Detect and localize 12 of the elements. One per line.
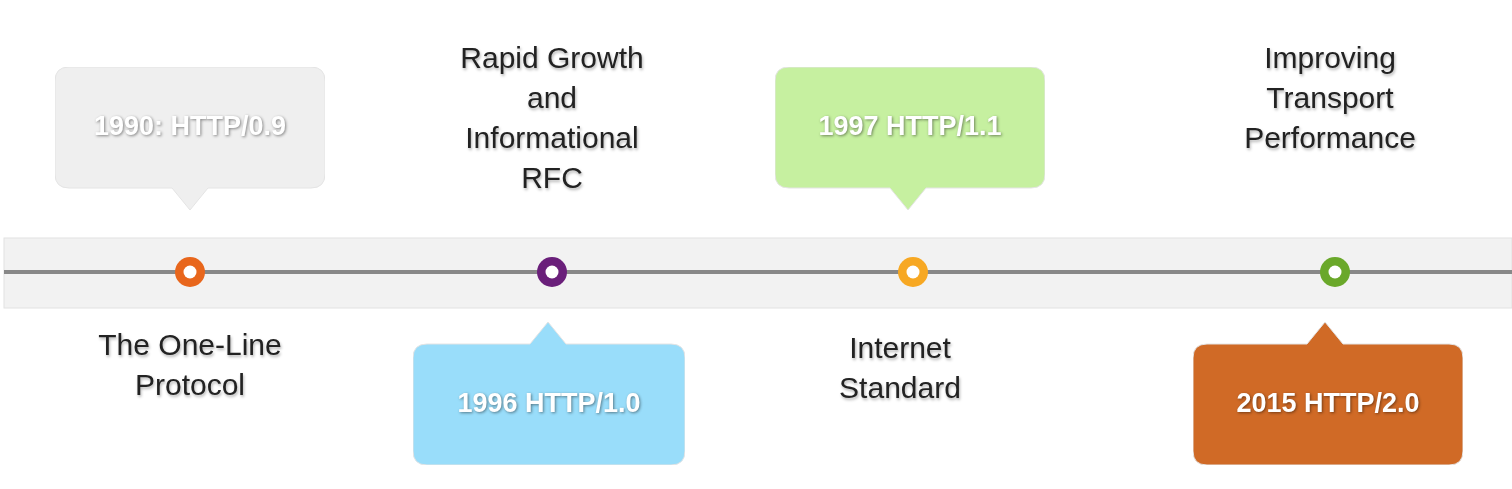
callout-bubble <box>55 67 325 210</box>
version-label: 1997 HTTP/1.1 <box>817 111 1003 142</box>
callout-bubble <box>1193 322 1463 465</box>
milestone-caption: Internet Standard <box>838 330 962 406</box>
milestone-caption: The One-Line Protocol <box>97 327 283 403</box>
milestone-caption: Improving Transport Performance <box>1243 40 1417 156</box>
version-label: 1990: HTTP/0.9 <box>92 111 288 142</box>
callout-bubble <box>413 322 685 465</box>
milestone-caption: Rapid Growth and Informational RFC <box>459 40 645 196</box>
version-label: 1996 HTTP/1.0 <box>456 388 642 419</box>
version-label: 2015 HTTP/2.0 <box>1235 388 1421 419</box>
callout-bubble <box>775 67 1045 210</box>
